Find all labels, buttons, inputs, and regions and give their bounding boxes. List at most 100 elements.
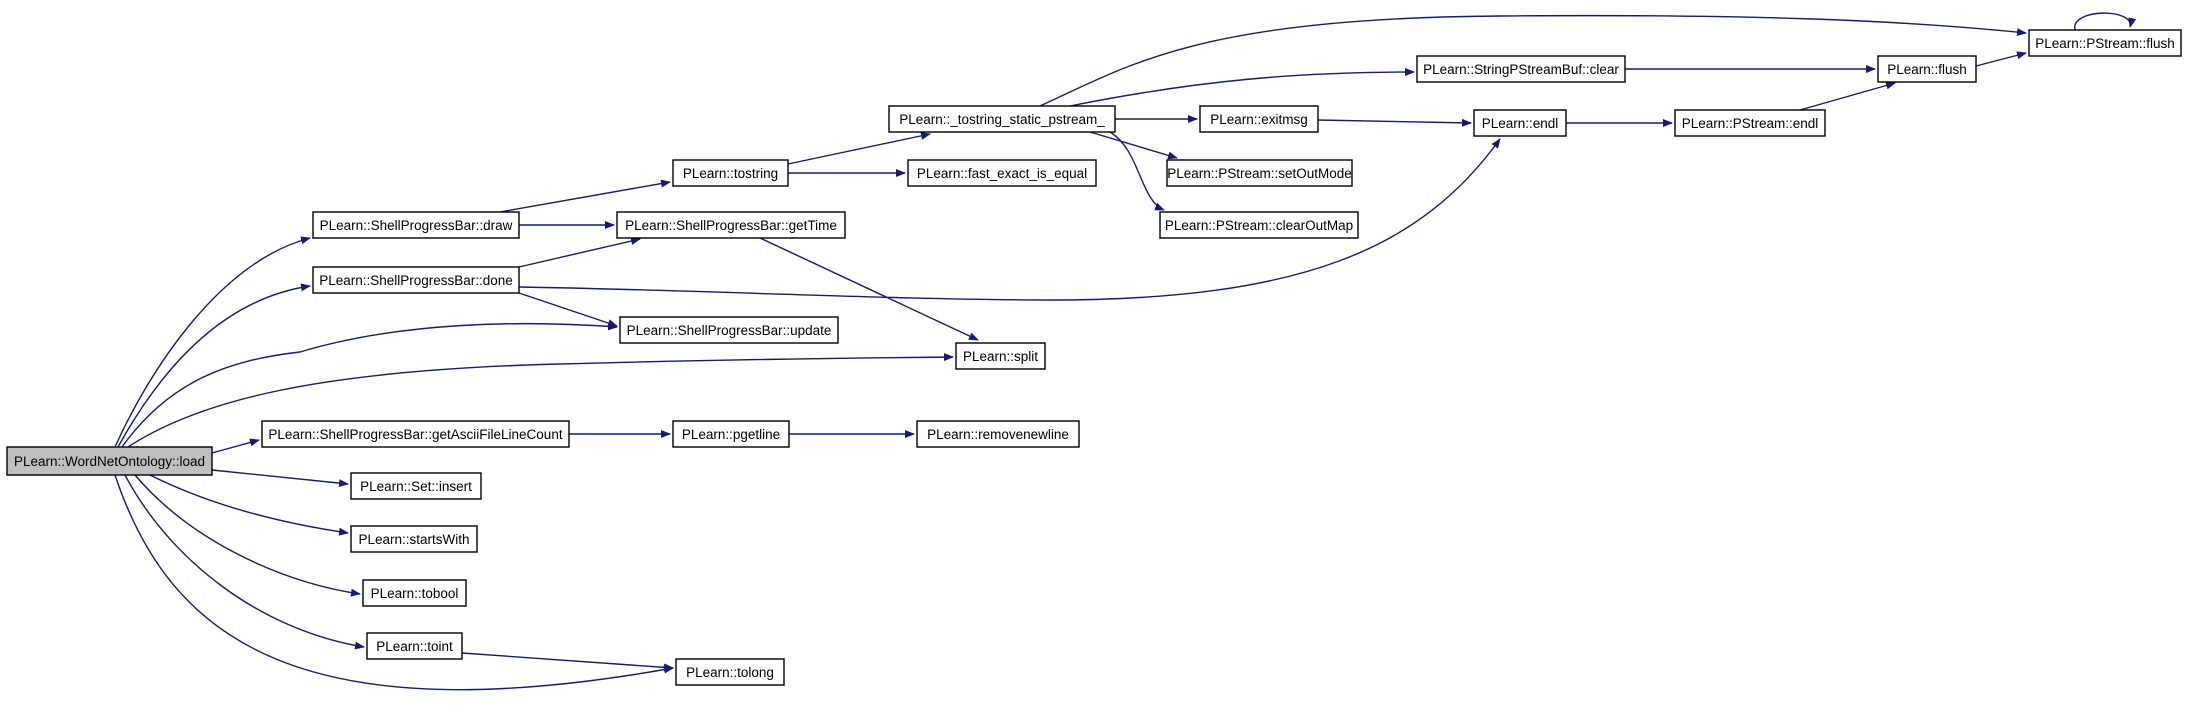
edge-arrow <box>461 652 674 672</box>
node-label: PLearn::tostring <box>683 166 778 181</box>
node-label: PLearn::ShellProgressBar::done <box>319 273 513 288</box>
edge-root-to-tolong <box>114 474 674 691</box>
node-label: PLearn::PStream::endl <box>1682 116 1819 131</box>
node-box <box>1416 55 1626 83</box>
node-box <box>1473 109 1567 137</box>
node-box <box>1166 159 1353 187</box>
graph-edges <box>114 12 2137 691</box>
node-box <box>261 420 570 448</box>
node-label: PLearn::WordNetOntology::load <box>14 454 205 469</box>
edge-arrow <box>518 292 618 327</box>
edge-arrow <box>518 237 641 268</box>
node-label: PLearn::PStream::flush <box>2035 36 2175 51</box>
node-box <box>1159 211 1359 239</box>
node-tostringStatic[interactable]: PLearn::_tostring_static_pstream_ <box>888 105 1116 133</box>
node-fastExact[interactable]: PLearn::fast_exact_is_equal <box>907 159 1097 187</box>
node-label: PLearn::ShellProgressBar::update <box>627 323 832 338</box>
node-box <box>312 266 520 294</box>
edge-arrow <box>518 138 1501 301</box>
node-setInsert[interactable]: PLearn::Set::insert <box>350 472 482 500</box>
node-label: PLearn::tobool <box>371 586 459 601</box>
edge-arrow <box>149 474 349 536</box>
edge-root-to-getAscii <box>211 438 260 454</box>
edge-arrow <box>759 237 979 341</box>
node-setOutMode[interactable]: PLearn::PStream::setOutMode <box>1166 159 1353 187</box>
edge-arrow <box>211 469 349 488</box>
node-pstreamEndl[interactable]: PLearn::PStream::endl <box>1674 109 1826 137</box>
edge-arrow <box>114 474 674 691</box>
node-tobool[interactable]: PLearn::tobool <box>362 579 467 607</box>
node-box <box>907 159 1097 187</box>
node-box <box>1199 105 1319 133</box>
node-tostring[interactable]: PLearn::tostring <box>672 159 789 187</box>
edge-toint-to-tolong <box>461 652 674 672</box>
node-box <box>916 420 1080 448</box>
edge-tostringStatic-to-sbufClear <box>1069 68 1415 107</box>
node-done[interactable]: PLearn::ShellProgressBar::done <box>312 266 520 294</box>
node-label: PLearn::pgetline <box>682 427 780 442</box>
node-box <box>362 579 467 607</box>
node-update[interactable]: PLearn::ShellProgressBar::update <box>619 316 839 344</box>
edge-arrow <box>1069 68 1415 107</box>
edge-root-to-split <box>127 353 954 448</box>
edge-exitmsg-to-endl <box>1317 118 1472 127</box>
node-pstreamFlush[interactable]: PLearn::PStream::flush <box>2028 29 2182 57</box>
node-getAscii[interactable]: PLearn::ShellProgressBar::getAsciiFileLi… <box>261 420 570 448</box>
edge-root-to-tobool <box>134 474 361 597</box>
node-label: PLearn::PStream::setOutMode <box>1167 166 1352 181</box>
node-split[interactable]: PLearn::split <box>955 342 1046 370</box>
edge-arrow <box>787 131 931 165</box>
edge-arrow <box>499 179 671 213</box>
edge-root-to-draw <box>114 236 311 448</box>
edge-done-to-update <box>518 292 618 327</box>
edge-arrow <box>121 322 618 448</box>
node-draw[interactable]: PLearn::ShellProgressBar::draw <box>312 211 520 239</box>
node-box <box>675 658 785 686</box>
node-label: PLearn::split <box>963 349 1038 364</box>
node-sbufClear[interactable]: PLearn::StringPStreamBuf::clear <box>1416 55 1626 83</box>
edge-root-to-toint <box>124 474 365 650</box>
node-pgetline[interactable]: PLearn::pgetline <box>672 420 790 448</box>
node-label: PLearn::ShellProgressBar::draw <box>320 218 513 233</box>
node-exitmsg[interactable]: PLearn::exitmsg <box>1199 105 1319 133</box>
edge-arrow <box>127 353 954 448</box>
node-flush[interactable]: PLearn::flush <box>1877 55 1977 83</box>
edge-arrow <box>2074 12 2137 31</box>
graph-nodes: PLearn::WordNetOntology::load PLearn::She… <box>6 29 2182 686</box>
edge-done-to-getTime <box>518 237 641 268</box>
node-label: PLearn::PStream::clearOutMap <box>1165 218 1353 233</box>
node-box <box>312 211 520 239</box>
node-tolong[interactable]: PLearn::tolong <box>675 658 785 686</box>
node-removenewline[interactable]: PLearn::removenewline <box>916 420 1080 448</box>
edge-arrow <box>124 474 365 650</box>
node-label: PLearn::fast_exact_is_equal <box>917 166 1087 181</box>
node-box <box>616 211 846 239</box>
node-endl[interactable]: PLearn::endl <box>1473 109 1567 137</box>
node-getTime[interactable]: PLearn::ShellProgressBar::getTime <box>616 211 846 239</box>
edge-pstreamFlush-to-pstreamFlush <box>2074 12 2137 31</box>
edge-arrow <box>1317 118 1472 127</box>
node-box <box>1877 55 1977 83</box>
edge-arrow <box>1039 14 2027 107</box>
edge-arrow <box>211 438 260 454</box>
edge-arrow <box>1089 131 1178 160</box>
edge-draw-to-tostring <box>499 179 671 213</box>
node-box <box>1674 109 1826 137</box>
edge-pstreamEndl-to-flush <box>1799 81 1896 111</box>
node-clearOutMap[interactable]: PLearn::PStream::clearOutMap <box>1159 211 1359 239</box>
node-root[interactable]: PLearn::WordNetOntology::load <box>6 446 213 476</box>
node-label: PLearn::removenewline <box>927 427 1069 442</box>
node-label: PLearn::flush <box>1887 62 1967 77</box>
edge-tostring-to-tostringStatic <box>787 131 931 165</box>
edge-done-to-endl <box>518 138 1501 301</box>
node-label: PLearn::startsWith <box>358 532 469 547</box>
edge-getTime-to-split <box>759 237 979 341</box>
edge-arrow <box>1975 51 2027 67</box>
node-box <box>350 525 478 553</box>
node-box <box>6 446 213 476</box>
node-box <box>350 472 482 500</box>
node-label: PLearn::endl <box>1482 116 1559 131</box>
node-startsWith[interactable]: PLearn::startsWith <box>350 525 478 553</box>
node-toint[interactable]: PLearn::toint <box>366 632 463 660</box>
